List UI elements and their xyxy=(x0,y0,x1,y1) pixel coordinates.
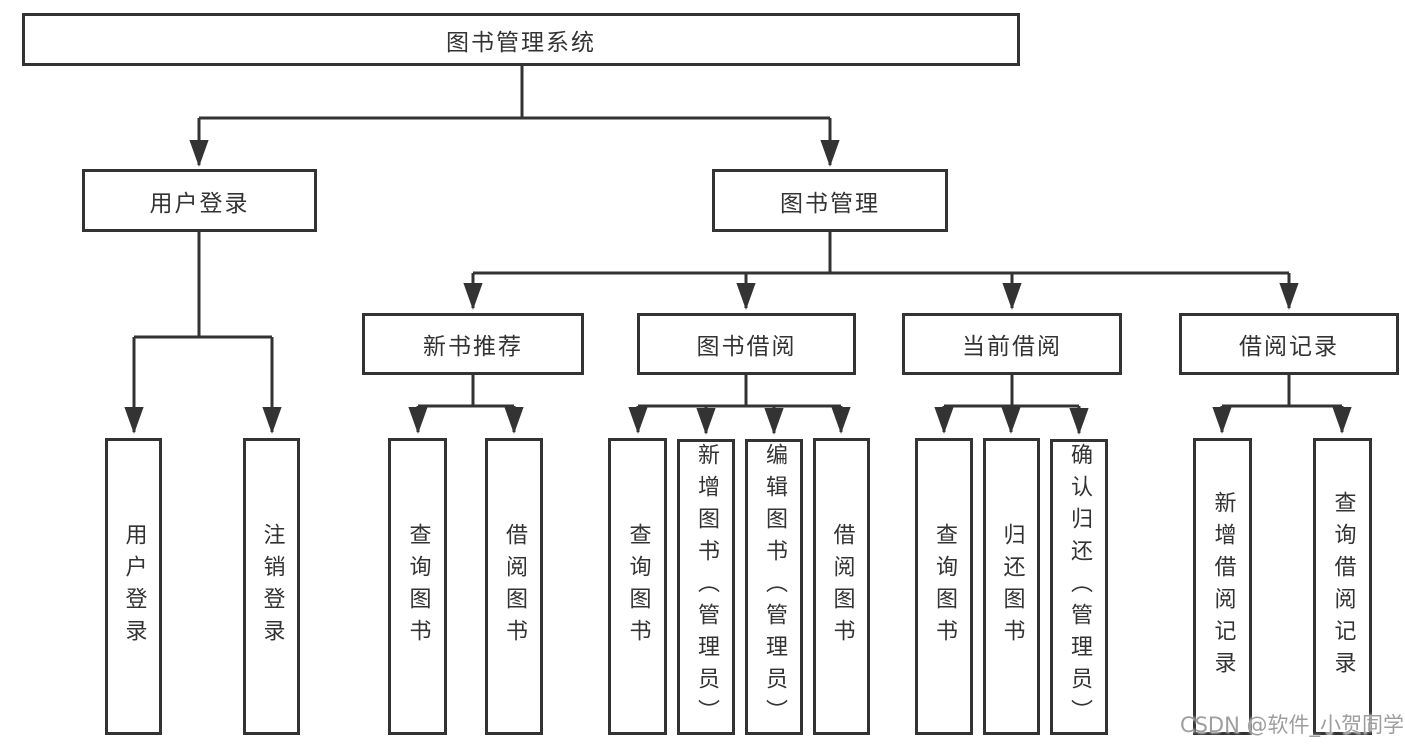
node-label: 注销登录 xyxy=(259,522,285,651)
node-user-login-branch: 用户登录 xyxy=(82,169,317,232)
node-label: 用户登录 xyxy=(149,190,250,217)
node-label: 确认归还（管理员） xyxy=(1067,443,1092,731)
leaf-add-borrow-record: 新增借阅记录 xyxy=(1193,438,1252,735)
connector-book-borrow-branch xyxy=(638,375,841,408)
node-label: 借阅图书 xyxy=(502,522,527,651)
node-label: 图书管理系统 xyxy=(446,29,596,56)
node-label: 查询图书 xyxy=(932,522,957,651)
leaf-recommend-query-books: 查询图书 xyxy=(388,438,447,735)
leaf-query-borrow-record: 查询借阅记录 xyxy=(1313,438,1372,735)
node-label: 新书推荐 xyxy=(423,334,523,360)
leaf-add-books-admin: 新增图书（管理员） xyxy=(677,439,735,735)
node-label: 用户登录 xyxy=(121,522,147,651)
node-label: 查询图书 xyxy=(405,522,431,651)
leaf-confirm-return-admin: 确认归还（管理员） xyxy=(1050,439,1108,735)
leaf-recommend-borrow-books: 借阅图书 xyxy=(485,438,543,735)
node-label: 新增图书（管理员） xyxy=(694,443,719,731)
node-library-management-system: 图书管理系统 xyxy=(22,13,1020,66)
node-label: 图书管理 xyxy=(780,190,880,217)
leaf-current-query-books: 查询图书 xyxy=(915,438,973,735)
node-label: 查询借阅记录 xyxy=(1330,490,1356,683)
leaf-borrow-borrow-books: 借阅图书 xyxy=(813,438,870,735)
node-label: 查询图书 xyxy=(625,522,651,651)
node-current-borrow: 当前借阅 xyxy=(902,313,1122,375)
node-borrow-records: 借阅记录 xyxy=(1179,313,1399,375)
node-label: 新增借阅记录 xyxy=(1210,490,1236,683)
node-label: 借阅记录 xyxy=(1239,334,1339,360)
connector-root-stem xyxy=(199,66,830,120)
connector-borrow-records-branch xyxy=(1222,375,1342,408)
connector-current-borrow-branch xyxy=(944,375,1079,408)
connector-new-book-recommend-branch xyxy=(418,375,514,408)
connector-user-login-branch xyxy=(134,232,272,339)
leaf-logout-login: 注销登录 xyxy=(243,438,300,735)
node-new-book-recommend: 新书推荐 xyxy=(362,313,584,375)
node-label: 编辑图书（管理员） xyxy=(762,443,787,731)
node-label: 当前借阅 xyxy=(962,334,1062,360)
leaf-borrow-query-books: 查询图书 xyxy=(608,438,667,735)
node-book-management: 图书管理 xyxy=(712,169,948,232)
node-book-borrow: 图书借阅 xyxy=(637,313,856,375)
leaf-user-login: 用户登录 xyxy=(105,438,162,735)
leaf-return-books: 归还图书 xyxy=(983,438,1040,735)
node-label: 图书借阅 xyxy=(696,334,797,360)
csdn-watermark: CSDN @软件_小贺同学 xyxy=(1179,713,1404,737)
node-label: 归还图书 xyxy=(999,522,1025,651)
connector-book-management-branch xyxy=(473,232,1289,275)
node-label: 借阅图书 xyxy=(829,522,855,651)
leaf-edit-books-admin: 编辑图书（管理员） xyxy=(745,439,803,735)
